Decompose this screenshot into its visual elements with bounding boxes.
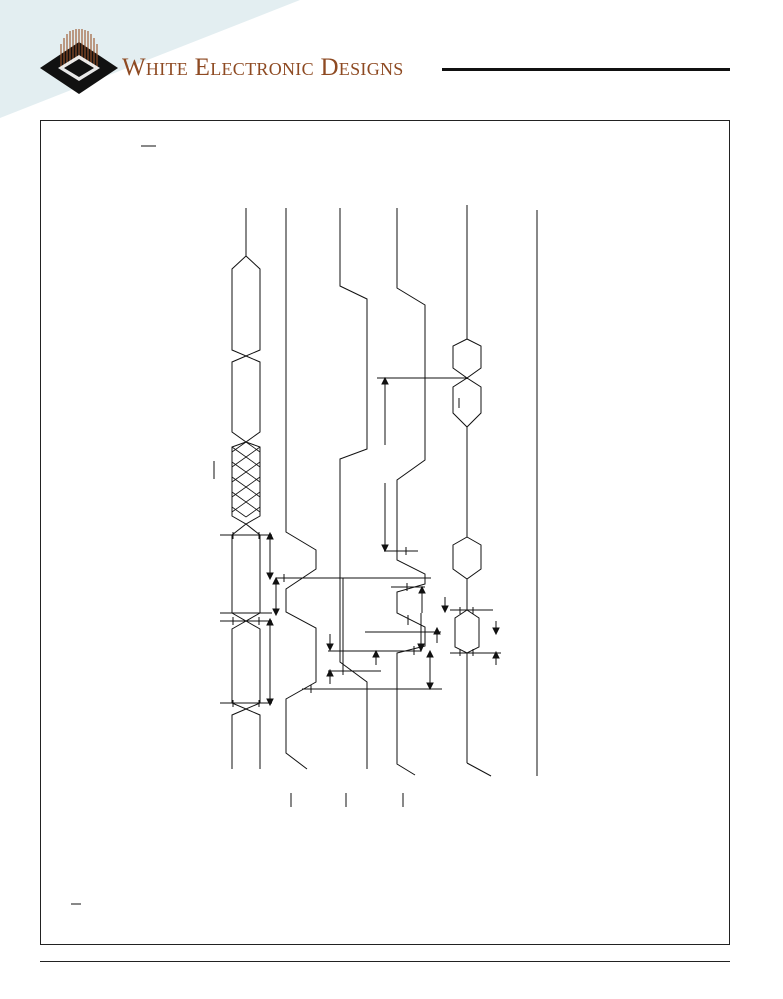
timing-arrow <box>492 650 500 665</box>
dont-care-hatch <box>231 441 261 518</box>
timing-arrow <box>266 617 274 707</box>
timing-arrow <box>272 576 280 617</box>
edge-ticks <box>232 532 474 707</box>
timing-arrow <box>433 626 441 643</box>
timing-arrow <box>418 585 426 613</box>
timing-arrow <box>441 597 449 614</box>
timing-arrow <box>381 483 389 553</box>
timing-arrow <box>426 649 434 691</box>
company-logo-icon <box>40 29 118 94</box>
timing-arrow <box>417 613 425 653</box>
timing-arrow <box>492 621 500 636</box>
timing-arrow <box>372 649 380 665</box>
signal-waveform-5 <box>450 205 501 777</box>
footer-rule <box>40 961 730 962</box>
timing-arrow <box>326 668 334 684</box>
timing-arrow <box>381 376 389 445</box>
brand-name-text: White Electronic Designs <box>122 54 404 81</box>
timing-reference-lines <box>276 377 467 690</box>
dont-care-region <box>231 441 261 525</box>
signal-waveform-4 <box>396 208 426 776</box>
signal-waveform-3 <box>339 208 368 769</box>
timing-arrow <box>266 531 274 581</box>
timing-arrow <box>405 547 415 655</box>
timing-diagram <box>71 145 538 905</box>
brand-name: White Electronic Designs <box>122 46 404 80</box>
timing-diagram-panel <box>40 120 730 945</box>
timing-arrow <box>326 634 334 652</box>
header-rule <box>442 68 730 71</box>
signal-waveform-2 <box>285 208 317 770</box>
bus-waveform <box>220 208 272 769</box>
